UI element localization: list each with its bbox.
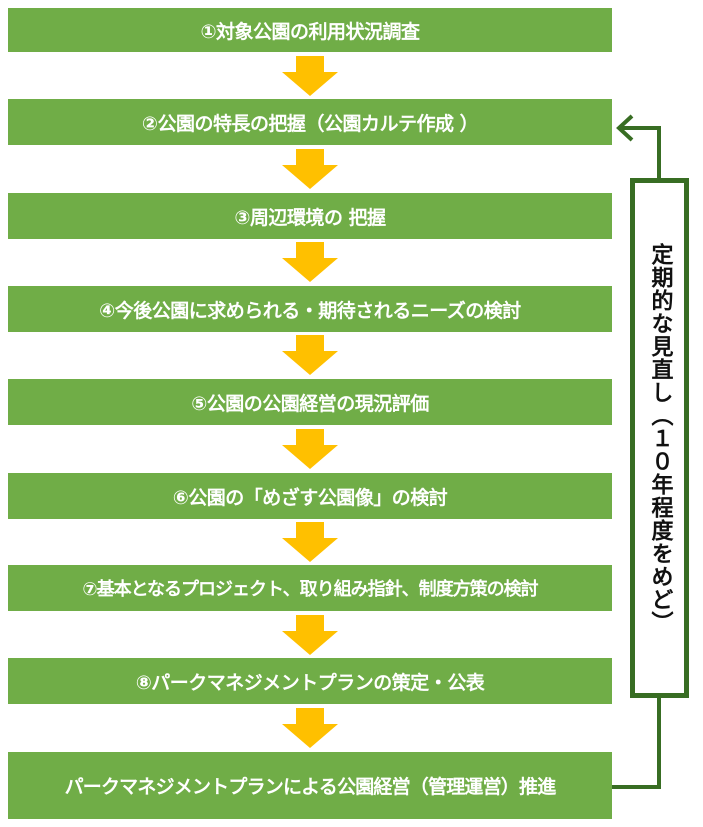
review-box: 定期的な見直し（１０年程度をめど） — [630, 178, 689, 698]
step-2-label: ②公園の特長の把握（公園カルテ作成 ） — [141, 112, 479, 135]
down-arrow-icon — [282, 615, 338, 655]
step-4: ④今後公園に求められる・期待されるニーズの検討 — [8, 286, 612, 332]
step-7-label: ⑦基本となるプロジェクト、取り組み指針、制度方策の検討 — [82, 579, 538, 600]
step-6-label: ⑥公園の「めざす公園像」の検討 — [172, 486, 448, 509]
review-label: 定期的な見直し（１０年程度をめど） — [647, 242, 673, 634]
down-arrow-icon — [282, 56, 338, 96]
step-4-label: ④今後公園に求められる・期待されるニーズの検討 — [99, 299, 521, 322]
step-8: ⑧パークマネジメントプランの策定・公表 — [8, 658, 612, 704]
step-3: ③周辺環境の 把握 — [8, 193, 612, 239]
final-step: パークマネジメントプランによる公園経営（管理運営）推進 — [8, 752, 612, 819]
down-arrow-icon — [282, 522, 338, 562]
step-7: ⑦基本となるプロジェクト、取り組み指針、制度方策の検討 — [8, 565, 612, 611]
down-arrow-icon — [282, 335, 338, 375]
step-8-label: ⑧パークマネジメントプランの策定・公表 — [135, 671, 485, 694]
step-1: ①対象公園の利用状況調査 — [8, 8, 612, 52]
step-1-label: ①対象公園の利用状況調査 — [200, 20, 420, 43]
down-arrow-icon — [282, 149, 338, 189]
step-3-label: ③周辺環境の 把握 — [234, 206, 386, 229]
down-arrow-icon — [282, 242, 338, 282]
step-5-label: ⑤公園の公園経営の現況評価 — [191, 392, 429, 415]
down-arrow-icon — [282, 708, 338, 748]
down-arrow-icon — [282, 429, 338, 469]
step-5: ⑤公園の公園経営の現況評価 — [8, 379, 612, 425]
step-6: ⑥公園の「めざす公園像」の検討 — [8, 473, 612, 519]
final-step-label: パークマネジメントプランによる公園経営（管理運営）推進 — [64, 776, 557, 798]
step-2: ②公園の特長の把握（公園カルテ作成 ） — [8, 99, 612, 145]
